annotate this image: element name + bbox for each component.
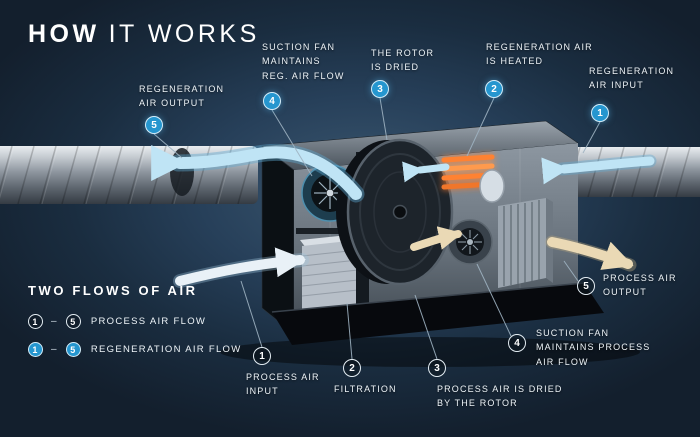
floor-shadow	[220, 337, 640, 367]
legend-process-to-badge: 5	[65, 314, 81, 329]
leader-reg-1	[582, 121, 601, 154]
cabinet-left-face	[261, 145, 295, 335]
rotor-hub	[392, 204, 408, 220]
page-title-secondary: IT WORKS	[108, 20, 260, 48]
desiccant-rotor	[336, 138, 454, 286]
legend-separator: –	[51, 344, 58, 355]
callout-reg-3-label: THE ROTOR IS DRIED	[371, 48, 435, 73]
base-plinth	[271, 282, 604, 345]
page-title: HOW IT WORKS	[28, 20, 260, 49]
legend-row-process: 1 – 5 PROCESS AIR FLOW	[28, 314, 206, 329]
process-output-arrow	[547, 237, 634, 270]
callout-proc-3-badge: 3	[428, 359, 446, 377]
callout-reg-2-label: REGENERATION AIR IS HEATED	[486, 42, 593, 67]
callout-reg-5-label: REGENERATION AIR OUTPUT	[139, 84, 225, 109]
legend-process-from-badge: 1	[28, 314, 43, 329]
legend-row-regeneration: 1 – 5 REGENERATION AIR FLOW	[28, 342, 242, 357]
callout-proc-4-badge: 4	[508, 334, 526, 352]
leader-reg-2	[466, 97, 495, 157]
leader-reg-4	[271, 109, 313, 177]
leader-proc-3	[414, 294, 438, 360]
callout-proc-1-label: PROCESS AIR INPUT	[246, 372, 320, 397]
callout-leader-lines	[153, 97, 601, 360]
callout-reg-5-badge: 5	[145, 116, 163, 134]
leader-reg-5	[153, 133, 183, 159]
callout-proc-2-label: FILTRATION	[334, 384, 397, 394]
regeneration-output-arrow	[151, 145, 362, 200]
page-title-primary: HOW	[28, 20, 100, 48]
callout-proc-2-badge: 2	[343, 359, 361, 377]
leader-proc-4	[476, 263, 512, 337]
leader-proc-5	[563, 260, 579, 282]
legend-heading: TWO FLOWS OF AIR	[28, 283, 198, 298]
regeneration-input-arrow	[541, 156, 655, 185]
callout-reg-2-badge: 2	[485, 80, 503, 98]
callout-reg-1-label: REGENERATION AIR INPUT	[589, 66, 675, 91]
callout-reg-4-badge: 4	[263, 92, 281, 110]
callout-proc-3-label: PROCESS AIR IS DRIED BY THE ROTOR	[437, 384, 563, 409]
callout-proc-1-badge: 1	[253, 347, 271, 365]
callout-proc-4-label: SUCTION FAN MAINTAINS PROCESS AIR FLOW	[536, 328, 651, 367]
process-dried-arrow	[410, 226, 463, 251]
regeneration-heated-arrow	[402, 161, 450, 183]
leader-reg-3	[379, 97, 388, 141]
callout-reg-1-badge: 1	[591, 104, 609, 122]
flow-arrows	[151, 143, 657, 288]
legend-regeneration-from-badge: 1	[28, 342, 43, 357]
interior-shelf	[296, 228, 368, 234]
process-input-arrow	[175, 247, 306, 286]
legend-regeneration-label: REGENERATION AIR FLOW	[90, 344, 242, 355]
output-grille	[498, 198, 553, 288]
leader-proc-1	[240, 280, 263, 348]
leader-proc-2	[346, 302, 353, 360]
callout-proc-5-label: PROCESS AIR OUTPUT	[603, 273, 677, 298]
legend-regeneration-to-badge: 5	[65, 342, 81, 357]
legend-separator: –	[51, 316, 58, 327]
process-fan	[447, 219, 493, 265]
legend-process-label: PROCESS AIR FLOW	[90, 316, 207, 327]
fan-inlet-opening	[479, 169, 505, 203]
callout-reg-3-badge: 3	[371, 80, 389, 98]
callout-reg-4-label: SUCTION FAN MAINTAINS REG. AIR FLOW	[262, 42, 345, 81]
callout-proc-5-badge: 5	[577, 277, 595, 295]
